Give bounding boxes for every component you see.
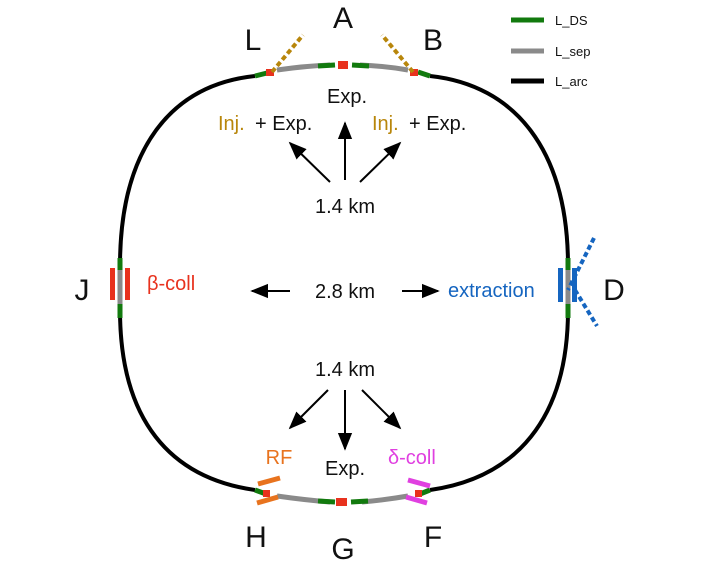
marker-a (338, 61, 348, 69)
ring-arc-bottom-right (429, 309, 570, 492)
ds-bottom-2 (317, 498, 336, 505)
point-label-j: J (75, 274, 90, 307)
ds-top-4 (417, 69, 431, 79)
marker-h (263, 490, 270, 497)
label-plus-exp-left: + Exp. (255, 113, 312, 135)
point-label-a: A (333, 2, 353, 35)
arrow-top-right (359, 141, 402, 183)
delta-coll-bar-2 (405, 494, 428, 506)
label-extraction: extraction (448, 280, 535, 302)
injection-line-left (270, 33, 305, 74)
point-label-l: L (245, 24, 262, 57)
marker-l (266, 69, 274, 76)
label-inj-left: Inj. (218, 113, 245, 135)
ds-top-3 (351, 62, 370, 69)
marker-f (415, 490, 422, 497)
arrow-bottom-right (361, 389, 402, 430)
label-dist-bottom: 1.4 km (315, 359, 375, 381)
point-label-d: D (603, 274, 625, 307)
extraction-bar-2 (572, 268, 577, 302)
ring-arc-top-right (429, 74, 570, 267)
ring-arc-top-left (118, 74, 256, 267)
label-dist-mid: 2.8 km (315, 281, 375, 303)
extraction-line (566, 237, 596, 291)
marker-g (336, 498, 347, 506)
rf-bar-1 (257, 475, 281, 487)
point-label-g: G (331, 533, 354, 561)
label-exp-bottom: Exp. (325, 458, 365, 480)
label-rf: RF (266, 447, 293, 469)
extraction-line-2 (573, 288, 599, 328)
ds-top-2 (317, 62, 336, 69)
ds-bottom-3 (350, 498, 369, 505)
legend: L_DS L_sep L_arc (511, 13, 590, 89)
marker-b (410, 69, 418, 76)
beta-coll-bar-1 (110, 268, 115, 300)
label-delta-coll: δ-coll (388, 447, 436, 469)
extraction-bar-1 (558, 268, 563, 302)
injection-line-right (380, 33, 415, 74)
sep-bottom-right (361, 493, 409, 505)
arrow-top-left (288, 141, 331, 183)
point-label-h: H (245, 521, 267, 554)
label-plus-exp-right: + Exp. (409, 113, 466, 135)
legend-label-arc: L_arc (555, 74, 588, 89)
ring-arc-bottom-left (118, 309, 256, 492)
label-dist-top: 1.4 km (315, 196, 375, 218)
label-inj-right: Inj. (372, 113, 399, 135)
legend-label-ds: L_DS (555, 13, 588, 28)
point-label-f: F (424, 521, 442, 554)
point-label-b: B (423, 24, 443, 57)
legend-label-sep: L_sep (555, 44, 590, 59)
beta-coll-bar-2 (125, 268, 130, 300)
rf-bar-2 (256, 494, 279, 506)
delta-coll-bar-1 (407, 477, 431, 489)
label-beta-coll: β-coll (147, 273, 195, 295)
label-exp-top: Exp. (327, 86, 367, 108)
arrow-bottom-left (288, 389, 329, 430)
ds-top-1 (254, 70, 268, 79)
